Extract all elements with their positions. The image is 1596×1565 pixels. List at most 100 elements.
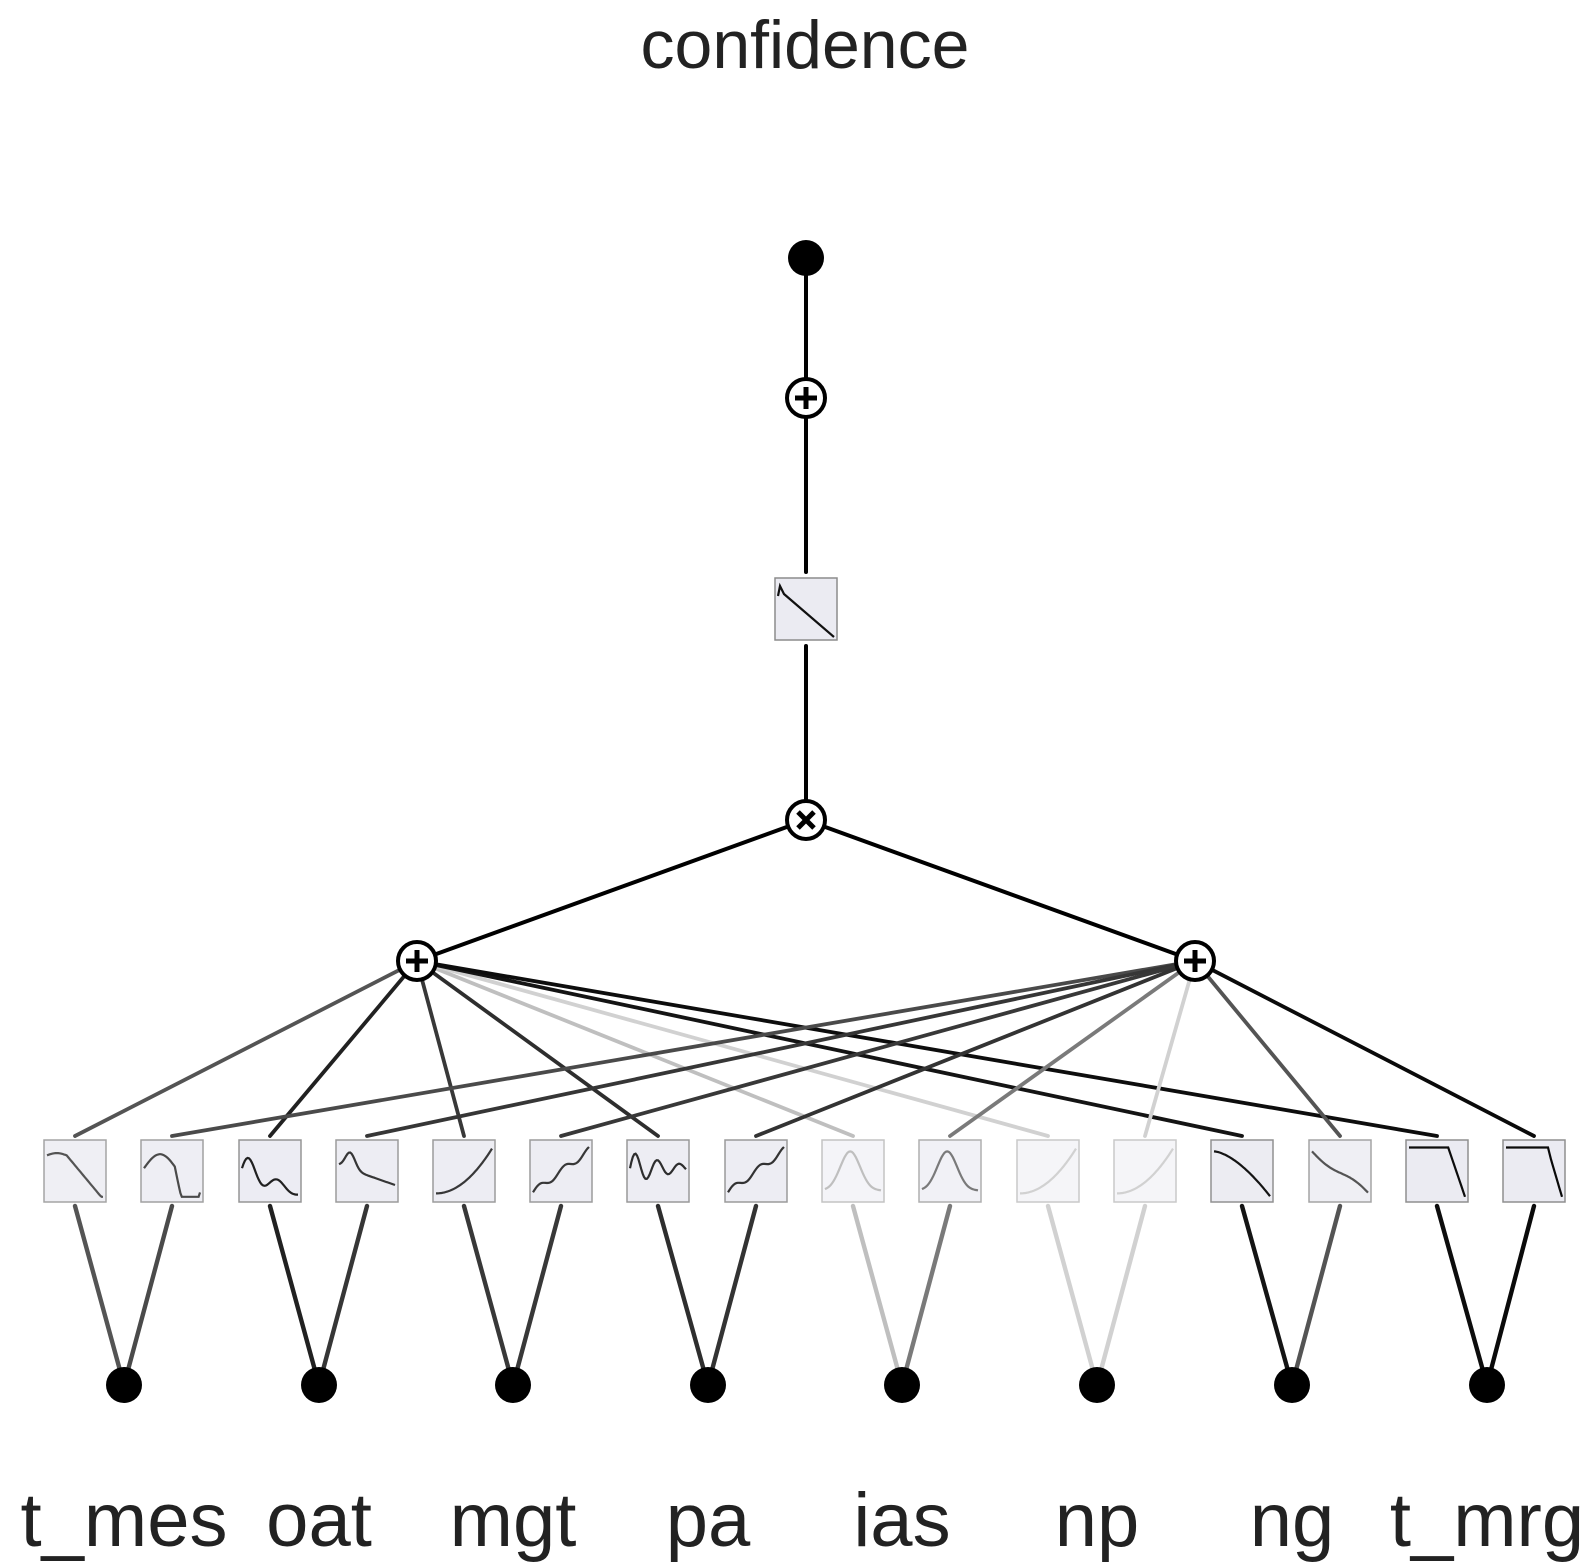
function-box-frame — [626, 1139, 690, 1203]
function-box-ias — [918, 1139, 982, 1203]
edge-input-to-box — [1045, 1203, 1100, 1388]
sum-node-output — [785, 377, 827, 419]
edges — [72, 256, 1537, 1388]
function-curve — [1213, 1150, 1271, 1197]
input-label: oat — [266, 1478, 372, 1563]
input-node-mgt — [495, 1367, 531, 1403]
function-curve — [776, 582, 835, 638]
function-curve — [921, 1150, 979, 1192]
function-box-frame — [335, 1139, 399, 1203]
function-box-np — [1113, 1139, 1177, 1203]
function-box-frame — [1405, 1139, 1469, 1203]
edge-input-to-box — [1239, 1203, 1295, 1388]
function-box-oat — [238, 1139, 302, 1203]
edge-input-to-box — [316, 1203, 370, 1388]
input-node-t_mrg — [1469, 1367, 1505, 1403]
function-box-frame — [1502, 1139, 1566, 1203]
edge-sum-right-to-box — [1193, 959, 1536, 1138]
edge-sum-left-to-box — [268, 959, 419, 1138]
function-box-pa — [626, 1139, 690, 1203]
input-label: ng — [1250, 1478, 1335, 1563]
function-curve — [1506, 1146, 1564, 1198]
input-label: mgt — [450, 1478, 577, 1563]
function-curve — [628, 1152, 687, 1181]
product-node — [785, 799, 827, 841]
edge-sum-right-to-box — [559, 959, 1197, 1138]
edge-sum-left-to-box — [73, 959, 419, 1138]
edge-sum-right-to-box — [1143, 959, 1197, 1138]
input-label: np — [1055, 1478, 1140, 1563]
edge-sum-right-to-box — [754, 959, 1197, 1138]
input-node-oat — [301, 1367, 337, 1403]
function-box-ias — [821, 1139, 885, 1203]
function-curve — [727, 1146, 785, 1193]
edge-sum-left-to-box — [415, 959, 1439, 1138]
function-curve — [1311, 1150, 1369, 1194]
edge-sum-left-to-box — [415, 959, 1244, 1138]
edge-input-to-box — [705, 1203, 759, 1388]
function-box-np — [1016, 1139, 1080, 1203]
input-node-t_mes — [106, 1367, 142, 1403]
function-curve — [143, 1153, 202, 1198]
input-label: pa — [666, 1478, 751, 1563]
function-box-t_mes — [140, 1139, 204, 1203]
function-box-frame — [918, 1139, 982, 1203]
function-box-ng — [1210, 1139, 1274, 1203]
edge-sum-left-to-box — [415, 959, 1050, 1138]
input-label: ias — [853, 1478, 950, 1563]
outer-function-box — [774, 577, 838, 641]
edge-input-to-box — [461, 1203, 516, 1388]
edge-input-to-box — [267, 1203, 322, 1388]
function-box-frame — [1308, 1139, 1372, 1203]
edge-sum-left-to-box — [415, 959, 660, 1138]
edge-input-to-box — [1094, 1203, 1148, 1388]
function-curve — [436, 1148, 493, 1195]
input-label: t_mrg — [1390, 1478, 1584, 1563]
sum-node-left — [396, 940, 438, 982]
input-node-ng — [1274, 1367, 1310, 1403]
function-box-frame — [140, 1139, 204, 1203]
function-curve — [338, 1151, 396, 1187]
function-curve — [1020, 1148, 1077, 1195]
function-box-t_mes — [43, 1139, 107, 1203]
edge-sum-right-to-box — [365, 959, 1197, 1138]
function-box-frame — [821, 1139, 885, 1203]
diagram-title: confidence — [641, 7, 970, 83]
edge-product-left — [415, 818, 808, 963]
function-box-frame — [1210, 1139, 1274, 1203]
edge-sum-left-to-box — [415, 959, 466, 1138]
function-box-t_mrg — [1502, 1139, 1566, 1203]
input-node-pa — [690, 1367, 726, 1403]
function-box-mgt — [529, 1139, 593, 1203]
edge-input-to-box — [1289, 1203, 1343, 1388]
times-icon — [796, 810, 816, 830]
edge-input-to-box — [121, 1203, 175, 1388]
edge-sum-right-to-box — [1193, 959, 1342, 1138]
nodes — [106, 240, 1505, 1403]
function-curve — [824, 1150, 882, 1192]
edge-input-to-box — [510, 1203, 564, 1388]
input-label: t_mes — [21, 1478, 228, 1563]
edge-product-right — [804, 818, 1197, 963]
function-curve — [240, 1156, 298, 1196]
function-curve — [46, 1152, 103, 1198]
function-boxes — [43, 577, 1566, 1203]
edge-input-to-box — [1484, 1203, 1537, 1388]
function-curve — [532, 1146, 590, 1193]
edge-sum-right-to-box — [170, 959, 1197, 1138]
function-box-ng — [1308, 1139, 1372, 1203]
edge-input-to-box — [850, 1203, 905, 1388]
function-box-t_mrg — [1405, 1139, 1469, 1203]
function-curve — [1117, 1148, 1174, 1195]
edge-input-to-box — [72, 1203, 127, 1388]
output-node — [788, 240, 824, 276]
function-curve — [1409, 1146, 1467, 1198]
input-node-ias — [884, 1367, 920, 1403]
edge-input-to-box — [1434, 1203, 1490, 1388]
input-node-np — [1079, 1367, 1115, 1403]
function-box-pa — [724, 1139, 788, 1203]
edge-input-to-box — [655, 1203, 711, 1388]
function-box-oat — [335, 1139, 399, 1203]
